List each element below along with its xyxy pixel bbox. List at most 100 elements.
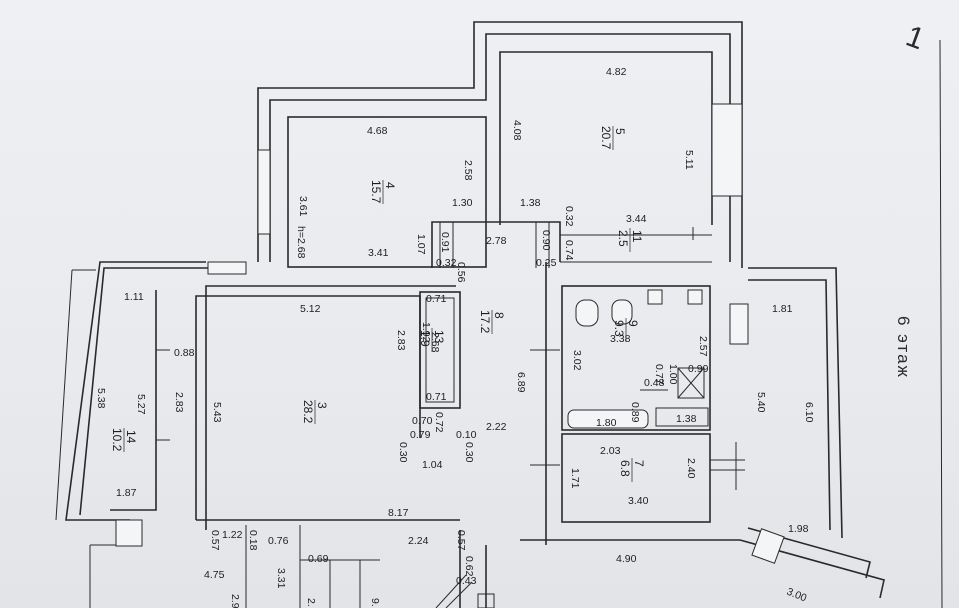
svg-text:4: 4: [383, 182, 397, 189]
svg-text:20.7: 20.7: [599, 126, 613, 150]
dim-817: 8.17: [388, 507, 409, 519]
dim-610: 6.10: [803, 402, 815, 423]
room-4: [287, 116, 487, 268]
dim-338: 3.38: [610, 333, 631, 345]
dim-2: 2.: [305, 598, 317, 607]
outer-walls: [65, 21, 885, 599]
dim-r5-top: 4.82: [606, 66, 627, 78]
dim-198: 1.98: [788, 523, 809, 535]
dim-283a: 2.83: [395, 330, 407, 351]
svg-text:17.2: 17.2: [478, 310, 492, 334]
dim-030a: 0.30: [397, 442, 409, 463]
dim-048: 0.48: [644, 377, 665, 389]
dim-543: 5.43: [211, 402, 223, 423]
svg-text:9: 9: [626, 320, 640, 327]
dim-29: 2.9: [229, 594, 241, 608]
svg-text:1.9: 1.9: [418, 330, 432, 347]
dim-r4-bottom: 3.41: [368, 247, 389, 259]
dim-538: 5.38: [95, 388, 107, 409]
dim-072: 0.72: [433, 412, 445, 433]
svg-text:6.8: 6.8: [618, 460, 632, 477]
dim-540: 5.40: [755, 392, 767, 413]
dim-r4-right: 2.58: [462, 160, 474, 181]
svg-text:28.2: 28.2: [301, 400, 315, 424]
dim-490: 4.90: [616, 553, 637, 565]
room-label-13: 13 1.9: [418, 328, 446, 352]
svg-text:5: 5: [613, 128, 627, 135]
dim-091: 0.91: [439, 232, 451, 253]
dim-r4-left: 3.61: [297, 196, 309, 217]
dim-074: 0.74: [563, 240, 575, 261]
dim-138: 1.38: [520, 197, 541, 209]
room-label-14: 14 10.2: [110, 428, 138, 452]
dim-032b: 0.32: [436, 257, 457, 269]
dim-099: 0.99: [688, 363, 709, 375]
dim-r5-left: 4.08: [511, 120, 523, 141]
dim-180: 1.80: [596, 417, 617, 429]
dim-r4-height: h=2.68: [295, 226, 307, 259]
svg-text:9.3: 9.3: [612, 320, 626, 337]
dim-171: 1.71: [569, 468, 581, 489]
bottom-rooms: [89, 520, 740, 608]
dim-r5-right: 5.11: [683, 150, 695, 170]
dim-475: 4.75: [204, 569, 225, 581]
svg-text:2.5: 2.5: [616, 230, 630, 247]
room-7: [561, 433, 745, 523]
dim-224: 2.24: [408, 535, 429, 547]
svg-text:8: 8: [492, 312, 506, 319]
dim-057a: 0.57: [209, 530, 221, 551]
room-14: [110, 290, 170, 511]
dim-030b: 0.30: [463, 442, 475, 463]
dim-527: 5.27: [135, 394, 147, 415]
dim-056: 0.56: [455, 262, 467, 283]
dim-089: 0.89: [629, 402, 641, 423]
dim-300: 3.00: [785, 586, 809, 605]
dim-r4-top: 4.68: [367, 125, 388, 137]
sheet-number: 1: [902, 20, 931, 57]
dim-222: 2.22: [486, 421, 507, 433]
closet-13: [419, 291, 461, 409]
dim-122: 1.22: [222, 529, 243, 541]
dim-192: 1.92: [420, 322, 432, 343]
dim-077: 0.77: [653, 364, 665, 385]
dim-9: 9.: [369, 598, 381, 607]
svg-text:13: 13: [432, 330, 446, 344]
dim-010: 0.10: [456, 429, 477, 441]
dim-111: 1.11: [124, 291, 144, 303]
dim-512: 5.12: [300, 303, 321, 315]
dim-071b: 0.71: [426, 391, 447, 403]
dim-057b: 0.57: [455, 530, 467, 551]
bathroom-9: [561, 285, 711, 431]
dim-104: 1.04: [422, 459, 443, 471]
dim-187: 1.87: [116, 487, 137, 499]
dim-138b: 1.38: [676, 413, 697, 425]
dim-107: 1.07: [415, 234, 427, 255]
dim-069: 0.69: [308, 553, 329, 565]
room-label-8: 8 17.2: [478, 310, 506, 334]
room-label-7: 7 6.8: [618, 458, 646, 482]
room-label-3: 3 28.2: [301, 400, 329, 424]
svg-text:15.7: 15.7: [369, 180, 383, 204]
dim-076: 0.76: [268, 535, 289, 547]
dim-062: 0.62: [463, 556, 475, 577]
dim-090: 0.90: [540, 230, 552, 251]
dim-130: 1.30: [452, 197, 473, 209]
dim-302: 3.02: [571, 350, 583, 371]
dim-071a: 0.71: [426, 293, 447, 305]
dim-278: 2.78: [486, 235, 507, 247]
dim-340: 3.40: [628, 495, 649, 507]
floor-label: 6 этаж: [894, 316, 913, 379]
corridor-8: [431, 221, 561, 545]
dim-043: 0.43: [456, 575, 477, 587]
dim-025: 0.25: [536, 257, 557, 269]
dim-283b: 2.83: [173, 392, 185, 413]
svg-text:14: 14: [124, 430, 138, 444]
svg-text:3: 3: [315, 402, 329, 409]
dim-689: 6.89: [515, 372, 527, 393]
dim-331: 3.31: [275, 568, 287, 589]
windows: [55, 103, 785, 564]
room-label-4: 4 15.7: [369, 180, 397, 204]
room-label-11: 11 2.5: [616, 228, 644, 252]
svg-text:10.2: 10.2: [110, 428, 124, 452]
